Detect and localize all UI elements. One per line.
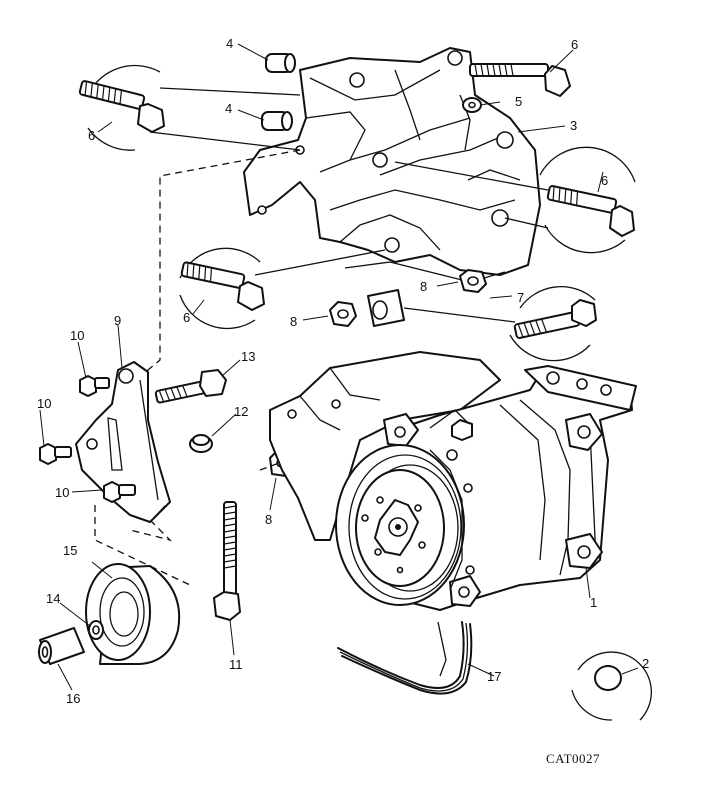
callout-7: 7: [517, 290, 524, 305]
bolt-6-top-right: [469, 63, 571, 97]
bolt-13: [154, 369, 227, 404]
reference-code: CAT0027: [546, 751, 600, 766]
spacer-4-lower: [261, 111, 293, 131]
halo-line-lower: [254, 249, 386, 276]
callout-2: 2: [642, 656, 649, 671]
callout-16: 16: [66, 691, 80, 706]
bolt-6-left-upper: [78, 64, 165, 151]
callout-6-left-lower: 6: [183, 310, 190, 325]
callout-17: 17: [487, 669, 501, 684]
callout-6-top: 6: [571, 37, 578, 52]
halo-line-7: [403, 307, 516, 323]
washer-12: [189, 434, 213, 453]
bolt-7: [509, 286, 597, 362]
bolt-10-left: [39, 443, 72, 465]
callout-3: 3: [570, 118, 577, 133]
bolt-6-left-lower: [179, 247, 265, 330]
bolt-11: [213, 501, 241, 621]
spacer-7: [367, 289, 405, 327]
callout-8-middle: 8: [290, 314, 297, 329]
callout-11: 11: [229, 657, 243, 672]
compressor: [269, 351, 637, 611]
tensioner-bracket-9: [75, 361, 171, 523]
drive-belt-17: [337, 621, 473, 695]
callout-labels: 1 2 3 4 4 5 6 6 6 6 7 8 8 8 9 10 10 10 1…: [37, 36, 649, 706]
callout-6-left-upper: 6: [88, 128, 95, 143]
callout-14: 14: [46, 591, 60, 606]
nut-8-upper: [459, 269, 487, 293]
spacer-16: [38, 627, 85, 665]
nut-8-middle: [329, 301, 357, 327]
callout-6-right: 6: [601, 173, 608, 188]
washer-14: [88, 620, 104, 640]
halo-line-upper: [149, 87, 301, 151]
callout-15: 15: [63, 543, 77, 558]
callout-4-lower: 4: [225, 101, 232, 116]
bolt-10-bottom: [103, 481, 136, 503]
spacer-4-upper: [265, 53, 296, 73]
callout-5: 5: [515, 94, 522, 109]
bolt-10-top: [79, 375, 110, 397]
mounting-bracket: [243, 47, 541, 283]
leader-lines: [39, 43, 639, 691]
callout-10-top: 10: [70, 328, 84, 343]
callout-4-upper: 4: [226, 36, 233, 51]
callout-10-left: 10: [37, 396, 51, 411]
callout-12: 12: [234, 404, 248, 419]
callout-1: 1: [590, 595, 597, 610]
o-ring-2: [571, 651, 652, 721]
callout-9: 9: [114, 313, 121, 328]
idler-pulley-15: [85, 563, 181, 665]
callout-13: 13: [241, 349, 255, 364]
callout-8-lower: 8: [265, 512, 272, 527]
washer-5: [462, 97, 482, 113]
callout-10-bottom: 10: [55, 485, 69, 500]
bolt-6-right-middle: [539, 146, 636, 254]
halo-line-right: [394, 161, 549, 229]
callout-8-upper: 8: [420, 279, 427, 294]
